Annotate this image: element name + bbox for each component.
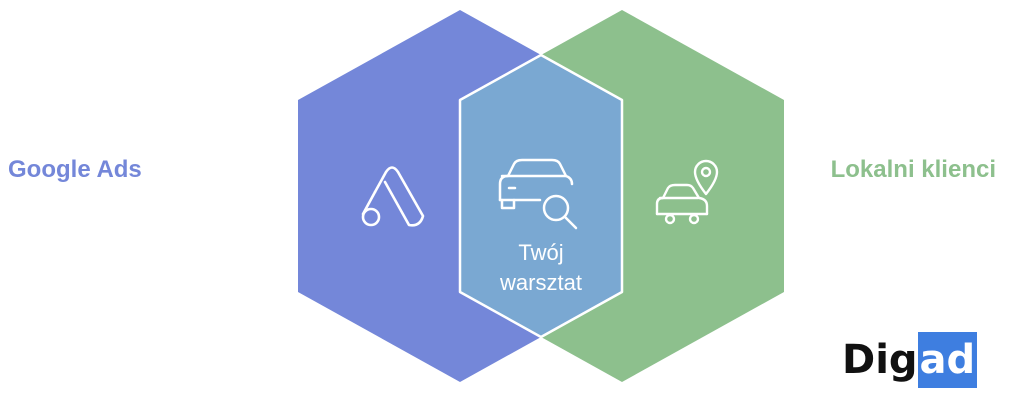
local-clients-label: Lokalni klienci <box>830 156 996 183</box>
car-search-icon <box>498 158 578 230</box>
car-location-icon <box>655 159 719 225</box>
logo-text-dig: Dig <box>842 337 918 383</box>
your-workshop-label-line2: warsztat <box>500 270 582 295</box>
overlap-hexagon <box>458 53 624 339</box>
logo-text-ad: ad <box>917 332 978 388</box>
google-ads-label: Google Ads <box>8 156 142 183</box>
google-ads-icon <box>361 166 425 227</box>
your-workshop-label: Twój warsztat <box>460 238 622 298</box>
digad-logo: Dig ad <box>842 332 978 388</box>
your-workshop-label-line1: Twój <box>518 240 564 265</box>
